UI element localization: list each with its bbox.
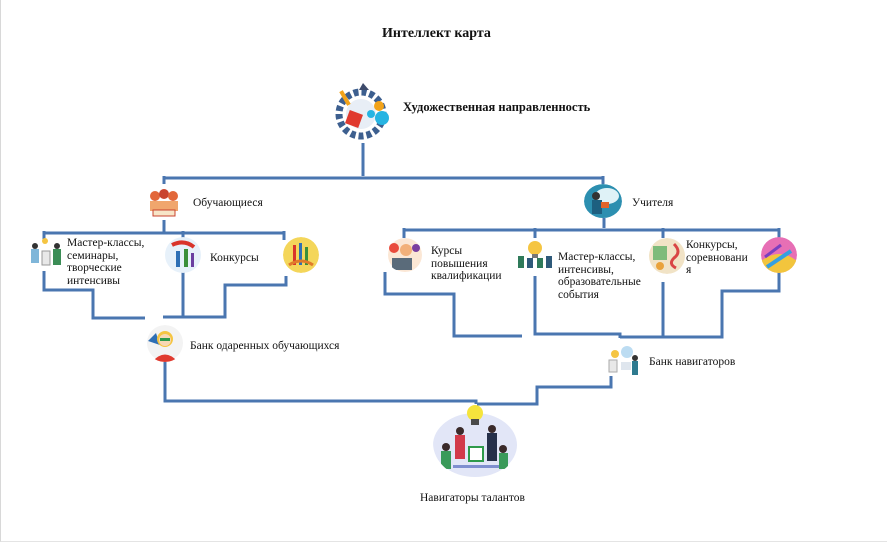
gear-art-icon: [333, 78, 395, 140]
colorful-art-icon: [761, 237, 797, 273]
connector-student-child3: [183, 276, 288, 319]
connector-navigators-to-final: [477, 376, 613, 406]
connector-root-bar: [162, 176, 605, 184]
connector-teacher-child4: [663, 272, 781, 339]
connector-student-child2: [163, 272, 185, 319]
talent-navigators-team-icon: [433, 405, 518, 478]
connector-teachers-bar: [402, 228, 781, 238]
students-reading-icon: [147, 186, 181, 218]
result-navigators-label: Банк навигаторов: [649, 356, 736, 368]
student-child-contests-label: Конкурсы: [210, 252, 259, 264]
result-gifted-label: Банк одаренных обучающихся: [190, 340, 340, 352]
art-palette-icon: [283, 237, 319, 273]
teacher-icon: [584, 184, 622, 219]
navigators-bank-icon: [603, 344, 641, 378]
branch-students-label: Обучающиеся: [193, 197, 263, 209]
dancers-contest-icon: [164, 237, 202, 273]
online-course-icon: [386, 238, 424, 272]
final-label: Навигаторы талантов: [420, 492, 525, 504]
connector-gifted-to-final: [163, 362, 478, 404]
connector-teacher-child1: [383, 272, 522, 338]
music-contest-icon: [648, 238, 686, 274]
connector-students-bar: [42, 231, 286, 240]
workshop-people-icon: [27, 237, 65, 271]
idea-team-icon: [515, 238, 555, 272]
connector-student-child1: [42, 271, 145, 320]
gifted-student-avatar-icon: [146, 325, 184, 362]
root-label: Художественная направленность: [403, 100, 591, 114]
branch-teachers-label: Учителя: [632, 197, 674, 209]
page-title: Интеллект карта: [382, 26, 491, 41]
